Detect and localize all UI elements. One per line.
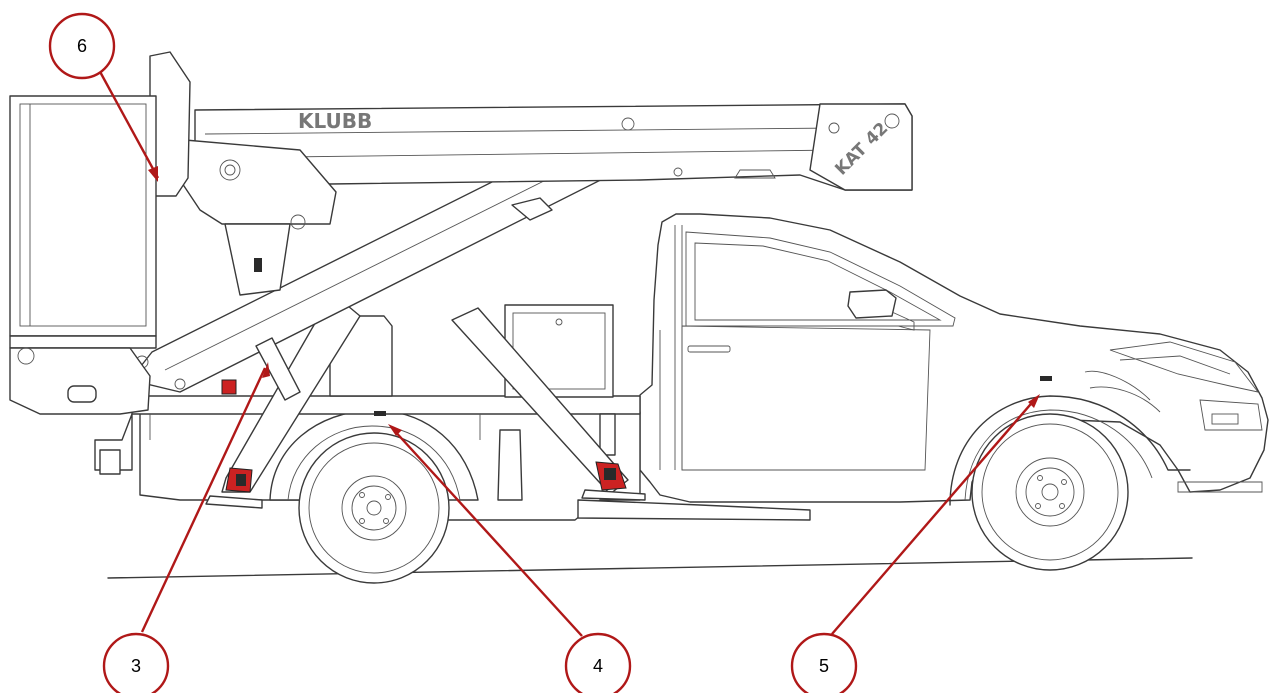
marker-5 — [1040, 376, 1052, 381]
marker-4 — [374, 411, 386, 416]
callout-6-arrowhead — [148, 166, 158, 182]
front-wheel — [971, 413, 1129, 571]
callout-3-number: 3 — [131, 656, 141, 676]
callout-4-arrowhead — [388, 424, 402, 436]
boom-turret — [179, 139, 337, 296]
callout-3-leader — [140, 367, 267, 633]
truck-cab — [639, 213, 1269, 506]
work-basket — [9, 51, 191, 415]
callout-5-circle — [790, 632, 858, 693]
callout-3-circle — [102, 632, 170, 693]
callout-6-number: 6 — [77, 36, 87, 56]
callout-4-circle — [564, 632, 632, 693]
callout-6-circle — [48, 12, 116, 80]
outrigger-front — [451, 307, 646, 501]
callout-6-leader — [96, 67, 160, 179]
callout-5-leader — [831, 397, 1037, 635]
callout-3-arrowhead — [262, 362, 270, 378]
boom-brand-label: KLUBB — [298, 109, 372, 133]
rear-wheel — [298, 432, 450, 584]
callout-4-leader — [391, 427, 583, 637]
callout-5-number: 5 — [819, 656, 829, 676]
upper-boom: KLUBB KAT 42 — [194, 103, 913, 191]
ground-line — [107, 557, 1193, 579]
callout-5-arrowhead — [1028, 394, 1040, 408]
callout-4-number: 4 — [593, 656, 603, 676]
outrigger-rear — [205, 305, 361, 509]
